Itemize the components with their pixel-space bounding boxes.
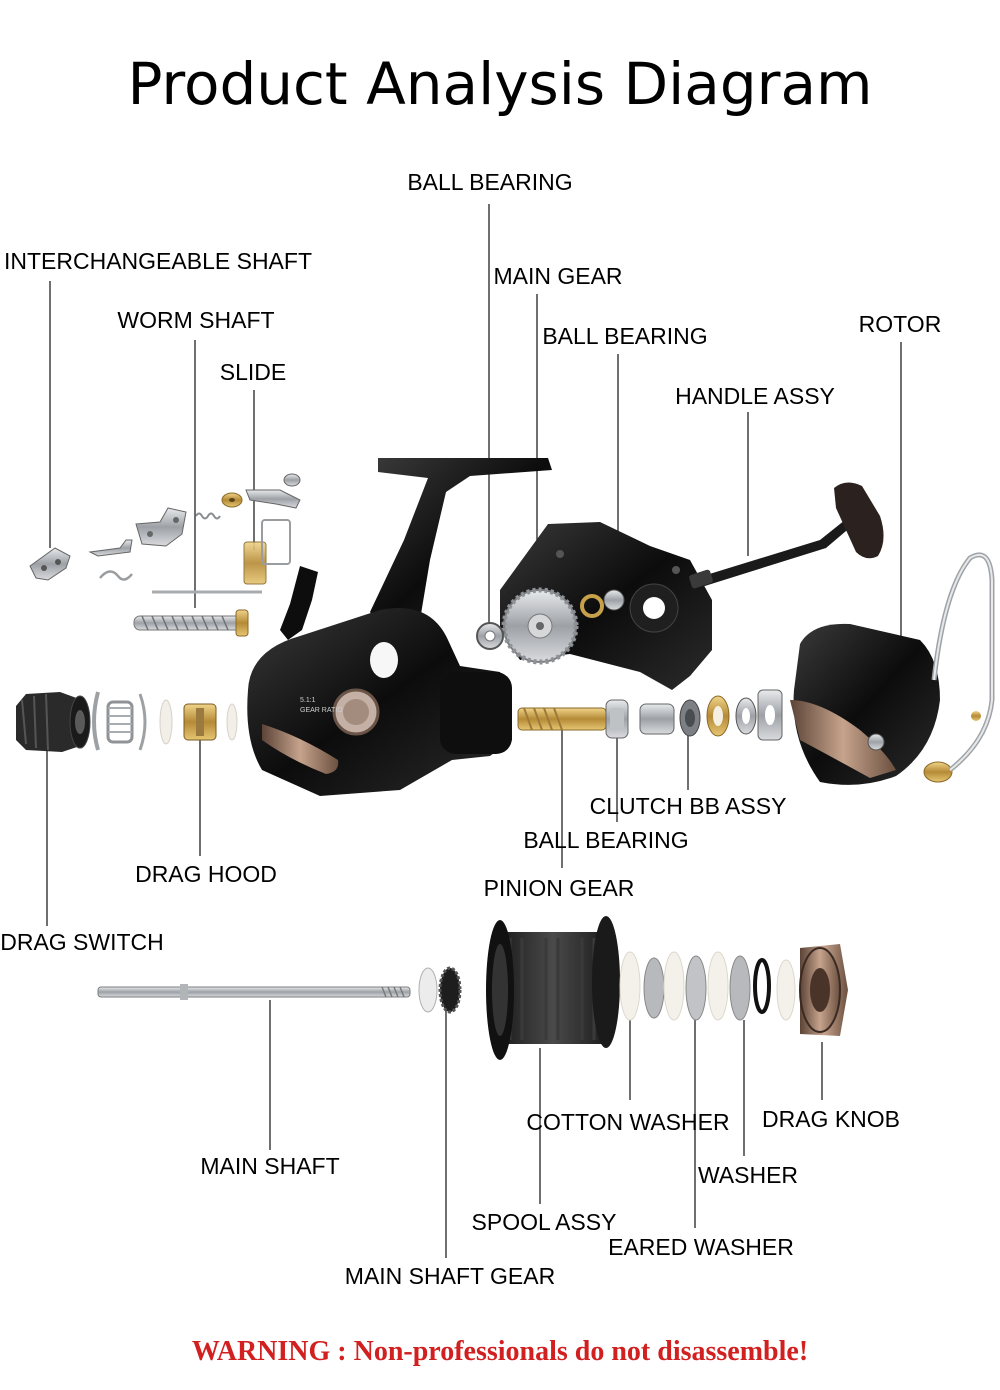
ball-bearing-small-part xyxy=(476,622,504,650)
label-drag-knob: DRAG KNOB xyxy=(762,1106,900,1132)
label-main-shaft: MAIN SHAFT xyxy=(200,1153,339,1179)
spring-part xyxy=(195,512,221,520)
drag-washer-stack xyxy=(619,951,796,1021)
drag-switch-part xyxy=(16,692,91,752)
warning-text: WARNING : Non-professionals do not disas… xyxy=(192,1336,808,1367)
small-parts-cluster xyxy=(29,473,318,640)
spring-washer-parts xyxy=(92,691,173,751)
drag-hood-part xyxy=(183,703,238,741)
slide-part xyxy=(243,519,291,585)
page-title: Product Analysis Diagram xyxy=(127,50,872,118)
worm-shaft-part xyxy=(133,609,249,637)
main-shaft-part xyxy=(97,984,411,1000)
label-main-gear: MAIN GEAR xyxy=(493,263,622,289)
label-ball-bearing-low: BALL BEARING xyxy=(523,827,688,853)
lever-plate-part xyxy=(88,539,133,557)
label-washer: WASHER xyxy=(698,1162,798,1188)
brass-bushing-part xyxy=(221,492,243,508)
interchangeable-shaft-part xyxy=(29,547,71,581)
clutch-bb-assy-part xyxy=(639,689,783,741)
pinion-gear-part xyxy=(517,707,607,731)
body-ratio-text: 5.1:1 xyxy=(300,697,316,704)
handle-assy-part xyxy=(689,482,884,590)
main-shaft-gear-part xyxy=(418,966,462,1014)
main-gear-part xyxy=(501,587,579,665)
label-main-shaft-gear: MAIN SHAFT GEAR xyxy=(345,1263,555,1289)
label-spool-assy: SPOOL ASSY xyxy=(472,1209,617,1235)
trigger-part xyxy=(280,566,318,640)
leader-lines xyxy=(46,204,902,1258)
label-clutch-bb-assy: CLUTCH BB ASSY xyxy=(590,793,787,819)
label-interchangeable-shaft: INTERCHANGEABLE SHAFT xyxy=(4,248,312,274)
label-eared-washer: EARED WASHER xyxy=(608,1234,794,1260)
label-cotton-washer: COTTON WASHER xyxy=(526,1109,729,1135)
spool-assy-part xyxy=(486,916,620,1060)
label-pinion-gear: PINION GEAR xyxy=(484,875,635,901)
rotor-part xyxy=(790,552,995,785)
bracket-part xyxy=(135,507,187,547)
label-drag-hood: DRAG HOOD xyxy=(135,861,277,887)
label-ball-bearing-mid: BALL BEARING xyxy=(542,323,707,349)
label-handle-assy: HANDLE ASSY xyxy=(675,383,835,409)
label-worm-shaft: WORM SHAFT xyxy=(117,307,274,333)
wire-clip-part xyxy=(99,570,133,581)
slide-arm-part xyxy=(245,473,301,509)
label-rotor: ROTOR xyxy=(859,311,942,337)
label-slide: SLIDE xyxy=(220,359,286,385)
label-ball-bearing-top: BALL BEARING xyxy=(407,169,572,195)
body-gear-ratio-text: GEAR RATIO xyxy=(300,707,343,714)
reel-body: 5.1:1 GEAR RATIO xyxy=(247,458,552,796)
label-drag-switch: DRAG SWITCH xyxy=(0,929,164,955)
drag-knob-part xyxy=(799,944,848,1036)
ball-bearing-row-part xyxy=(605,699,629,739)
